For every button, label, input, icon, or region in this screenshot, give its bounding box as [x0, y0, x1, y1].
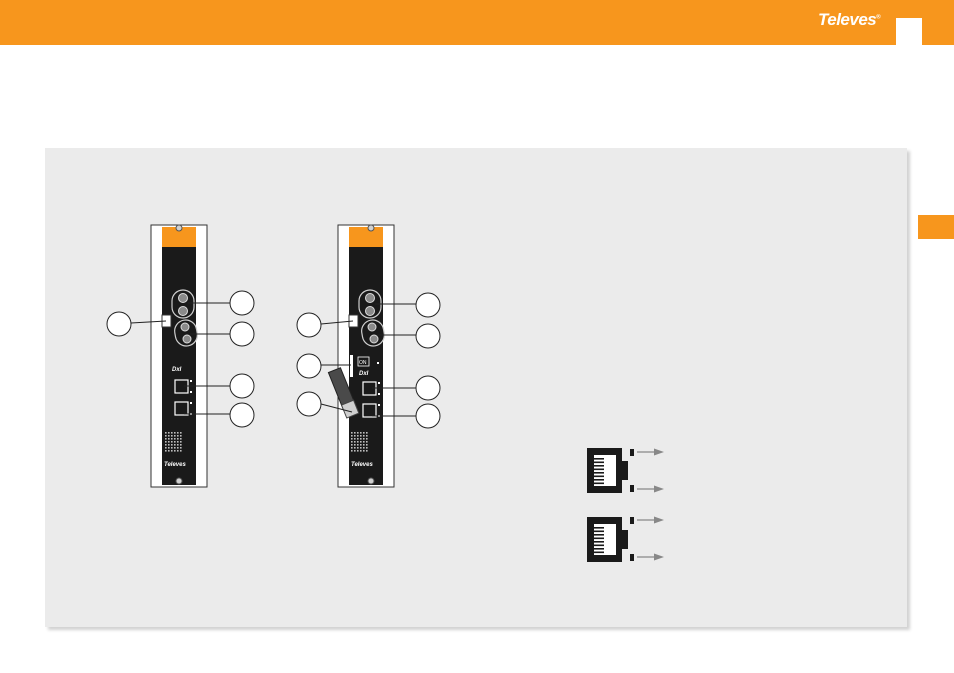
module-right-switch-label: ON	[359, 360, 367, 366]
module-left-rf-connectors	[171, 289, 195, 319]
arrow-right-icon-head	[654, 448, 664, 456]
module-left-port-label: DxI	[172, 367, 182, 373]
logo-text: Televes	[818, 10, 877, 29]
arrow-right-icon-head	[654, 553, 664, 561]
module-right-switch	[357, 356, 370, 367]
rj45-pins	[594, 527, 604, 554]
module-right-rf-out-connector	[365, 306, 375, 316]
callouts-right	[296, 292, 441, 429]
module-left-led-2	[190, 391, 192, 393]
callout-line-right-card	[320, 403, 353, 413]
callout-right-card	[296, 391, 322, 417]
module-right-card-slot	[350, 355, 353, 377]
rj45-led-bottom	[630, 554, 634, 561]
module-left-rj45-2	[174, 401, 189, 416]
module-right-vent	[350, 432, 369, 452]
module-right-switch-led	[377, 362, 379, 364]
page-number-tab	[896, 18, 922, 45]
callout-line-left-key	[130, 320, 167, 324]
module-right-port-label: DxI	[359, 371, 369, 377]
callout-left-power	[229, 321, 255, 347]
module-right: ON DxI Televes	[327, 224, 395, 488]
rj45-port-opening	[594, 524, 616, 555]
rj45-led-top	[630, 517, 634, 524]
callout-right-power	[415, 323, 441, 349]
callout-left-key	[106, 311, 132, 337]
module-left-rf-in-connector	[178, 293, 188, 303]
rj45-detail-upper	[587, 448, 664, 493]
arrow-right-icon-head	[654, 516, 664, 524]
callout-left-rf	[229, 290, 255, 316]
module-left-bottom-screw	[175, 477, 183, 485]
callout-right-rj45-1	[415, 375, 441, 401]
module-right-power-out	[369, 334, 379, 344]
callout-line-right-key	[320, 320, 354, 325]
module-left-vent	[165, 432, 183, 452]
module-left-led-3	[190, 402, 192, 404]
module-right-top-screw	[367, 224, 375, 232]
module-left-power-out	[182, 334, 192, 344]
module-right-power-connectors	[361, 319, 385, 347]
module-right-led-2	[378, 393, 380, 395]
rj45-port-opening	[594, 455, 616, 486]
callout-right-key	[296, 312, 322, 338]
module-left-power-connectors	[174, 319, 198, 347]
rj45-pins	[594, 458, 604, 485]
header-bar	[0, 0, 954, 45]
module-right-bottom-screw	[367, 477, 375, 485]
module-right-rf-in-connector	[365, 293, 375, 303]
callout-left-rj45-1	[229, 373, 255, 399]
rj45-detail-lower	[587, 516, 664, 562]
callouts-left	[106, 290, 255, 428]
module-right-inserted-card	[327, 367, 360, 419]
module-left-brand: Televes	[164, 462, 186, 468]
callout-left-rj45-2	[229, 402, 255, 428]
module-left-power-in	[180, 322, 190, 332]
module-right-led-3	[378, 404, 380, 406]
module-left: DxI Televes	[150, 224, 208, 488]
logo-mark: ®	[876, 14, 881, 21]
callout-right-rf	[415, 292, 441, 318]
module-left-label-band	[162, 227, 196, 247]
module-right-rj45-2	[362, 403, 377, 418]
televes-logo: Televes®	[818, 10, 881, 30]
module-right-led-1	[378, 382, 380, 384]
module-right-power-in	[367, 322, 377, 332]
callout-right-slot	[296, 353, 322, 379]
module-right-brand: Televes	[351, 462, 373, 468]
arrow-right-icon-head	[654, 485, 664, 493]
module-left-led-1	[190, 380, 192, 382]
callout-right-rj45-2	[415, 403, 441, 429]
module-left-rf-out-connector	[178, 306, 188, 316]
rj45-led-bottom	[630, 485, 634, 492]
module-left-top-screw	[175, 224, 183, 232]
module-right-label-band	[349, 227, 383, 247]
section-tab	[918, 215, 954, 239]
rj45-led-top	[630, 449, 634, 456]
